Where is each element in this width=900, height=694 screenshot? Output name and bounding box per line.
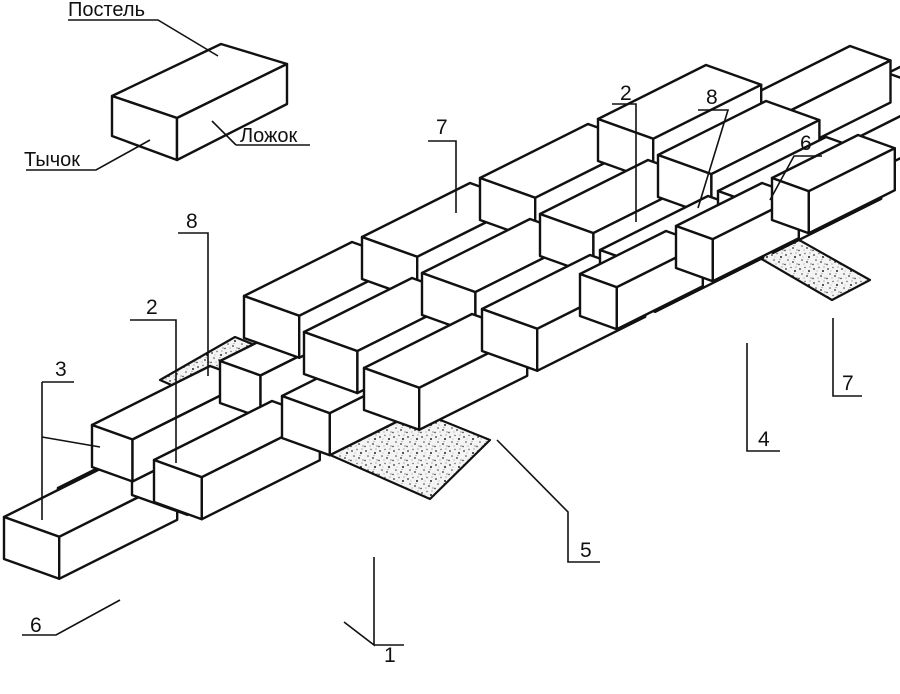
term-header: Тычок <box>24 149 80 171</box>
callout-7-left: 7 <box>436 116 448 139</box>
callout-2-left: 2 <box>146 296 158 319</box>
callout-8-right: 8 <box>706 86 718 109</box>
brick-21-stretcher-face <box>200 417 321 521</box>
term-bed: Постель <box>68 0 145 21</box>
term-stretcher: Ложок <box>240 125 298 147</box>
bricks-layer <box>2 44 900 580</box>
callout-5: 5 <box>580 539 592 562</box>
callout-6-right: 6 <box>800 132 812 155</box>
callout-2-right: 2 <box>620 82 632 105</box>
callout-6-left: 6 <box>30 614 42 637</box>
callout-1: 1 <box>384 644 396 667</box>
callout-8-left: 8 <box>186 210 198 233</box>
single-brick <box>110 42 289 162</box>
callout-7-right: 7 <box>842 372 854 395</box>
callout-3: 3 <box>55 358 67 381</box>
leader-lines <box>22 19 862 647</box>
brick-40-stretcher-face <box>807 146 896 235</box>
callout-4: 4 <box>758 428 770 451</box>
